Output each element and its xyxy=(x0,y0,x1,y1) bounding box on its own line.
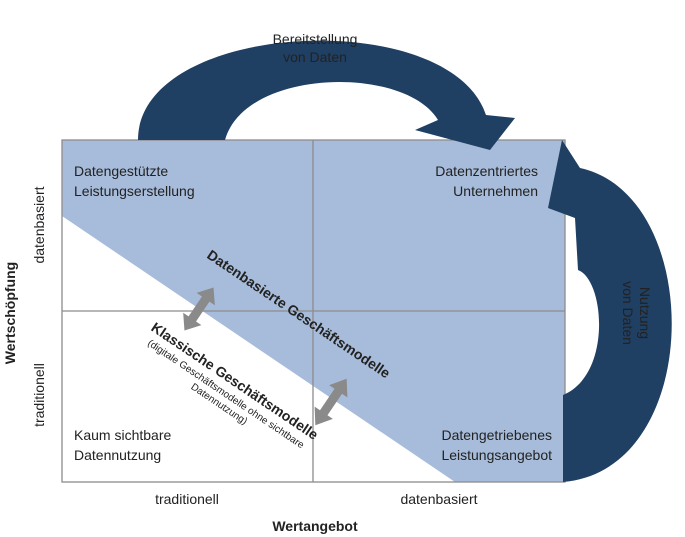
usage-label-line1: Nutzung xyxy=(637,287,653,339)
usage-arrow xyxy=(548,140,672,482)
transition-arrow-right xyxy=(314,378,348,426)
y-axis-title: Wertschöpfung xyxy=(2,262,18,364)
quadrant-top-left-line1: Datengestützte xyxy=(74,163,168,179)
y-axis-lower-label: traditionell xyxy=(31,363,47,427)
x-axis-title: Wertangebot xyxy=(272,518,358,534)
y-axis-upper-label: datenbasiert xyxy=(31,186,47,263)
quadrant-top-left-line2: Leistungserstellung xyxy=(74,183,195,199)
transition-arrow-left xyxy=(183,287,215,331)
quadrant-bottom-left-line1: Kaum sichtbare xyxy=(74,427,171,443)
quadrant-top-right-line2: Unternehmen xyxy=(453,183,538,199)
provision-label-line1: Bereitstellung xyxy=(273,31,358,47)
quadrant-bottom-right-line2: Leistungsangebot xyxy=(441,447,552,463)
x-axis-left-label: traditionell xyxy=(155,491,219,507)
quadrant-bottom-left-line2: Datennutzung xyxy=(74,447,161,463)
provision-label-line2: von Daten xyxy=(283,49,347,65)
provision-arrow xyxy=(138,40,515,150)
usage-label-line2: von Daten xyxy=(620,281,636,345)
x-axis-right-label: datenbasiert xyxy=(400,491,477,507)
quadrant-bottom-right-line1: Datengetriebenes xyxy=(441,427,552,443)
quadrant-top-right-line1: Datenzentriertes xyxy=(435,163,538,179)
